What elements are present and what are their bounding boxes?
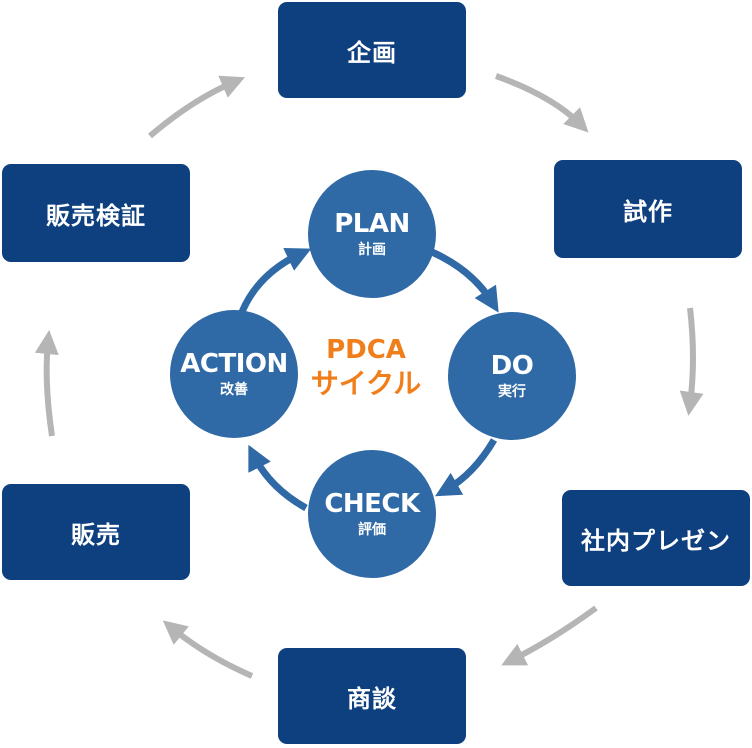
pdca-step-en: CHECK	[324, 489, 420, 519]
pdca-circle-check: CHECK 評価	[308, 450, 436, 578]
arrow-plan-to-do	[430, 248, 499, 313]
step-label: 試作	[623, 197, 673, 226]
step-box-shanai-presen: 社内プレゼン	[562, 490, 750, 586]
step-label: 社内プレゼン	[581, 526, 731, 555]
step-box-hanbai: 販売	[2, 484, 190, 580]
arrow-kensho-to-kikaku	[148, 75, 246, 139]
pdca-step-jp: 計画	[358, 242, 386, 258]
pdca-circle-action: ACTION 改善	[170, 310, 298, 438]
arrow-action-to-plan	[238, 248, 312, 314]
step-box-hanbai-kensho: 販売検証	[2, 164, 190, 262]
step-label: 企画	[347, 38, 397, 67]
step-label: 販売検証	[46, 201, 146, 230]
arrow-presen-to-shodan	[501, 605, 598, 666]
arrow-shodan-to-hanbai	[162, 620, 254, 679]
step-box-shodan: 商談	[278, 648, 466, 744]
arrow-hanbai-to-kensho	[34, 330, 59, 437]
step-label: 商談	[347, 684, 397, 713]
pdca-title-line2: サイクル	[310, 367, 422, 400]
arrow-shisaku-to-presen	[679, 307, 704, 416]
pdca-step-jp: 改善	[220, 382, 248, 398]
pdca-circle-plan: PLAN 計画	[308, 170, 436, 298]
step-box-shisaku: 試作	[554, 160, 742, 258]
arrow-check-to-action	[248, 444, 308, 512]
pdca-step-jp: 実行	[498, 384, 526, 400]
step-label: 販売	[71, 520, 121, 549]
pdca-title-line1: PDCA	[326, 335, 406, 365]
pdca-step-en: PLAN	[334, 209, 410, 239]
pdca-center-title: PDCA サイクル	[296, 334, 436, 402]
pdca-step-jp: 評価	[358, 522, 386, 538]
step-box-kikaku: 企画	[278, 2, 466, 98]
pdca-step-en: ACTION	[180, 349, 288, 379]
arrow-do-to-check	[435, 438, 498, 497]
pdca-step-en: DO	[490, 351, 534, 381]
arrow-kikaku-to-shisaku	[494, 73, 589, 133]
pdca-circle-do: DO 実行	[448, 312, 576, 440]
